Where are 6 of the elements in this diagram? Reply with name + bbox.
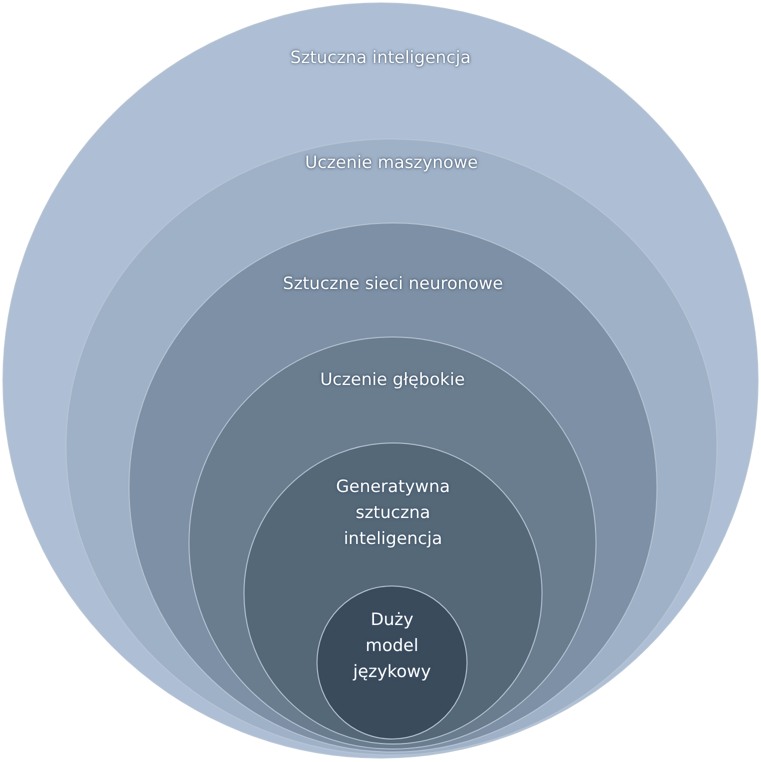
set-label: Uczenie głębokie bbox=[320, 369, 465, 392]
set-label: Sztuczna inteligencja bbox=[290, 47, 471, 70]
set-label: Sztuczne sieci neuronowe bbox=[282, 273, 504, 296]
set-label: Generatywna sztuczna inteligencja bbox=[334, 476, 452, 551]
set-label: Duży model językowy bbox=[352, 609, 432, 684]
set-label: Uczenie maszynowe bbox=[305, 152, 478, 175]
